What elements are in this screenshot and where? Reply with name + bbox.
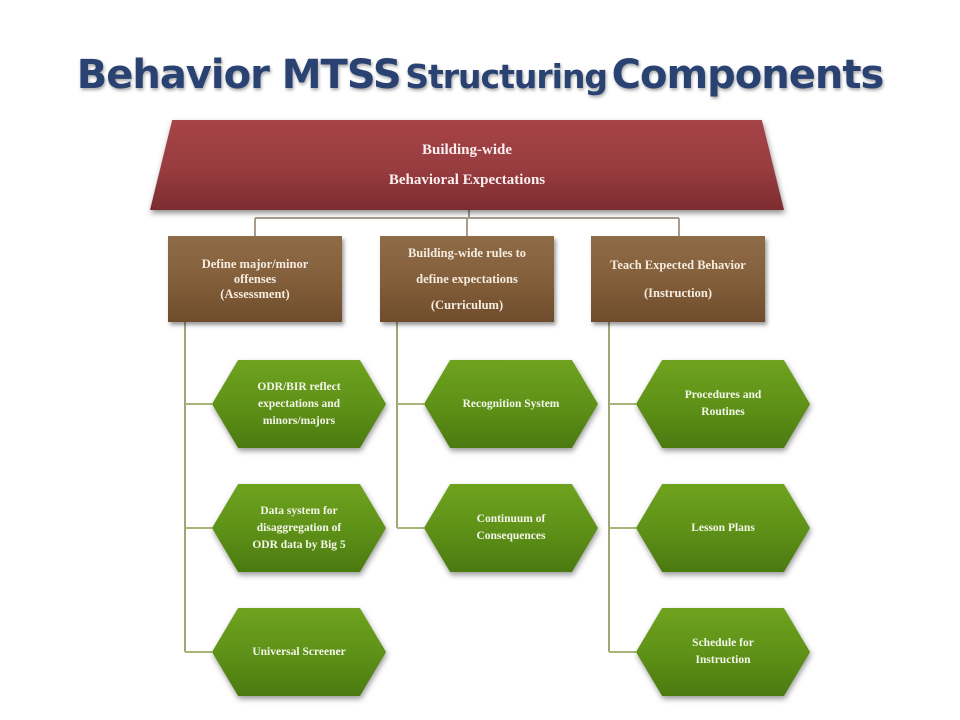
item-lesson-plans: Lesson Plans <box>636 484 810 572</box>
title-part-1: Behavior MTSS <box>76 52 402 98</box>
category-assessment: Define major/minor offenses (Assessment) <box>168 236 342 322</box>
item-line: expectations and <box>257 397 341 410</box>
item-line: minors/majors <box>262 414 336 427</box>
category-line: offenses <box>233 271 277 286</box>
item-line: Consequences <box>476 530 546 542</box>
item-schedule-for-instruction: Schedule for Instruction <box>636 608 810 696</box>
item-line: Universal Screener <box>252 645 346 658</box>
item-line: Recognition System <box>462 397 560 410</box>
category-curriculum: Building-wide rules to define expectatio… <box>380 236 554 322</box>
diagram-title: Behavior MTSS Structuring Components <box>0 52 960 98</box>
title-part-3: Components <box>611 52 885 98</box>
root-line-1: Building-wide <box>421 142 513 158</box>
item-data-system: Data system for disaggregation of ODR da… <box>212 484 386 572</box>
item-line: Data system for <box>260 504 338 517</box>
item-line: Instruction <box>695 654 751 666</box>
title-part-2: Structuring <box>405 57 608 96</box>
item-recognition-system: Recognition System <box>424 360 598 448</box>
category-line: (Curriculum) <box>430 298 504 312</box>
category-line: (Assessment) <box>220 286 290 301</box>
item-odr-bir: ODR/BIR reflect expectations and minors/… <box>212 360 386 448</box>
category-line: define expectations <box>416 272 518 286</box>
item-line: disaggregation of <box>256 521 342 534</box>
item-line: Lesson Plans <box>691 521 755 534</box>
item-procedures-and-routines: Procedures and Routines <box>636 360 810 448</box>
item-line: ODR data by Big 5 <box>252 538 346 551</box>
item-universal-screener: Universal Screener <box>212 608 386 696</box>
category-instruction: Teach Expected Behavior (Instruction) <box>591 236 765 322</box>
item-line: Routines <box>701 406 745 418</box>
category-line: Building-wide rules to <box>407 246 527 260</box>
item-line: Procedures and <box>684 389 762 401</box>
root-node: Building-wide Behavioral Expectations <box>150 120 784 210</box>
item-line: Continuum of <box>476 513 546 525</box>
root-line-2: Behavioral Expectations <box>388 172 546 188</box>
category-line: Teach Expected Behavior <box>610 258 746 272</box>
category-line: (Instruction) <box>643 286 713 300</box>
item-continuum-of-consequences: Continuum of Consequences <box>424 484 598 572</box>
item-line: ODR/BIR reflect <box>257 380 341 393</box>
category-line: Define major/minor <box>201 256 309 271</box>
item-line: Schedule for <box>692 637 754 649</box>
